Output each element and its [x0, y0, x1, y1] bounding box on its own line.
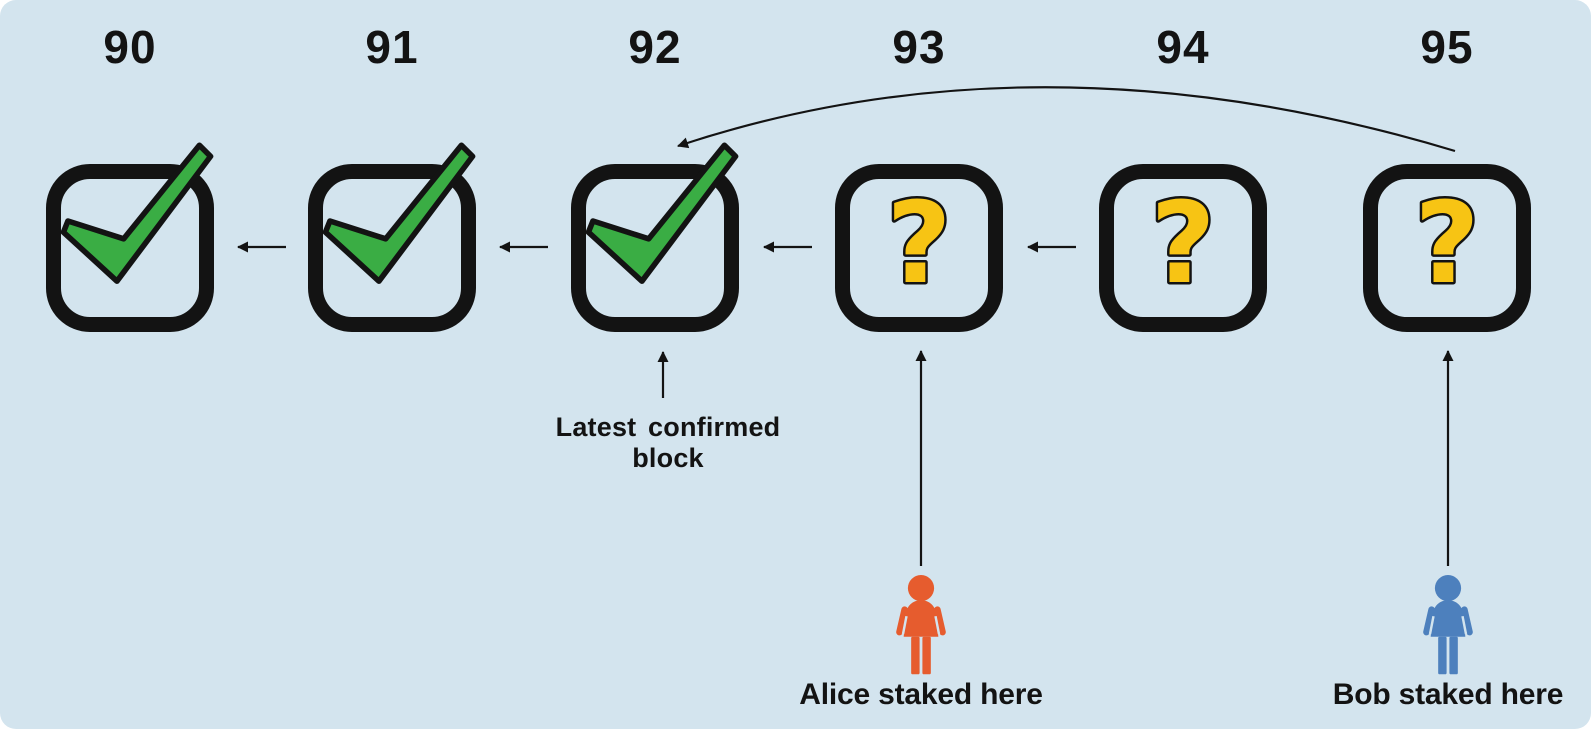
block-number: 93 — [892, 21, 946, 73]
block-93: 93 ? — [835, 24, 1003, 332]
block-number: 94 — [1156, 21, 1210, 73]
latest-confirmed-line1: Latest confirmed — [555, 412, 781, 442]
latest-confirmed-caption: Latest confirmed block — [498, 412, 838, 474]
block-number: 90 — [103, 21, 157, 73]
block-box-confirmed — [46, 142, 214, 332]
svg-text:?: ? — [1415, 179, 1480, 309]
question-icon: ? — [1412, 179, 1482, 312]
question-icon: ? — [1148, 179, 1218, 312]
check-icon — [585, 142, 739, 284]
alice-person-icon — [896, 575, 946, 675]
block-95: 95 ? — [1363, 24, 1531, 332]
block-92: 92 — [571, 24, 739, 332]
block-number: 91 — [365, 21, 419, 73]
svg-text:?: ? — [1151, 179, 1216, 309]
check-icon — [322, 142, 476, 284]
block-box-unconfirmed: ? — [1363, 164, 1531, 332]
alice-staked-caption: Alice staked here — [799, 678, 1043, 711]
svg-text:?: ? — [887, 179, 952, 309]
block-box-confirmed — [308, 142, 476, 332]
block-number: 92 — [628, 21, 682, 73]
block-box-confirmed — [571, 142, 739, 332]
block-94: 94 ? — [1099, 24, 1267, 332]
block-90: 90 — [46, 24, 214, 332]
question-icon: ? — [884, 179, 954, 312]
check-icon — [60, 142, 214, 284]
block-number: 95 — [1420, 21, 1474, 73]
bob-staked-caption: Bob staked here — [1332, 678, 1564, 711]
curved-arrow-95-to-92 — [677, 86, 1456, 153]
bob-person-icon — [1423, 575, 1473, 675]
block-box-unconfirmed: ? — [1099, 164, 1267, 332]
block-91: 91 — [308, 24, 476, 332]
latest-confirmed-line2: block — [632, 443, 704, 473]
block-box-unconfirmed: ? — [835, 164, 1003, 332]
